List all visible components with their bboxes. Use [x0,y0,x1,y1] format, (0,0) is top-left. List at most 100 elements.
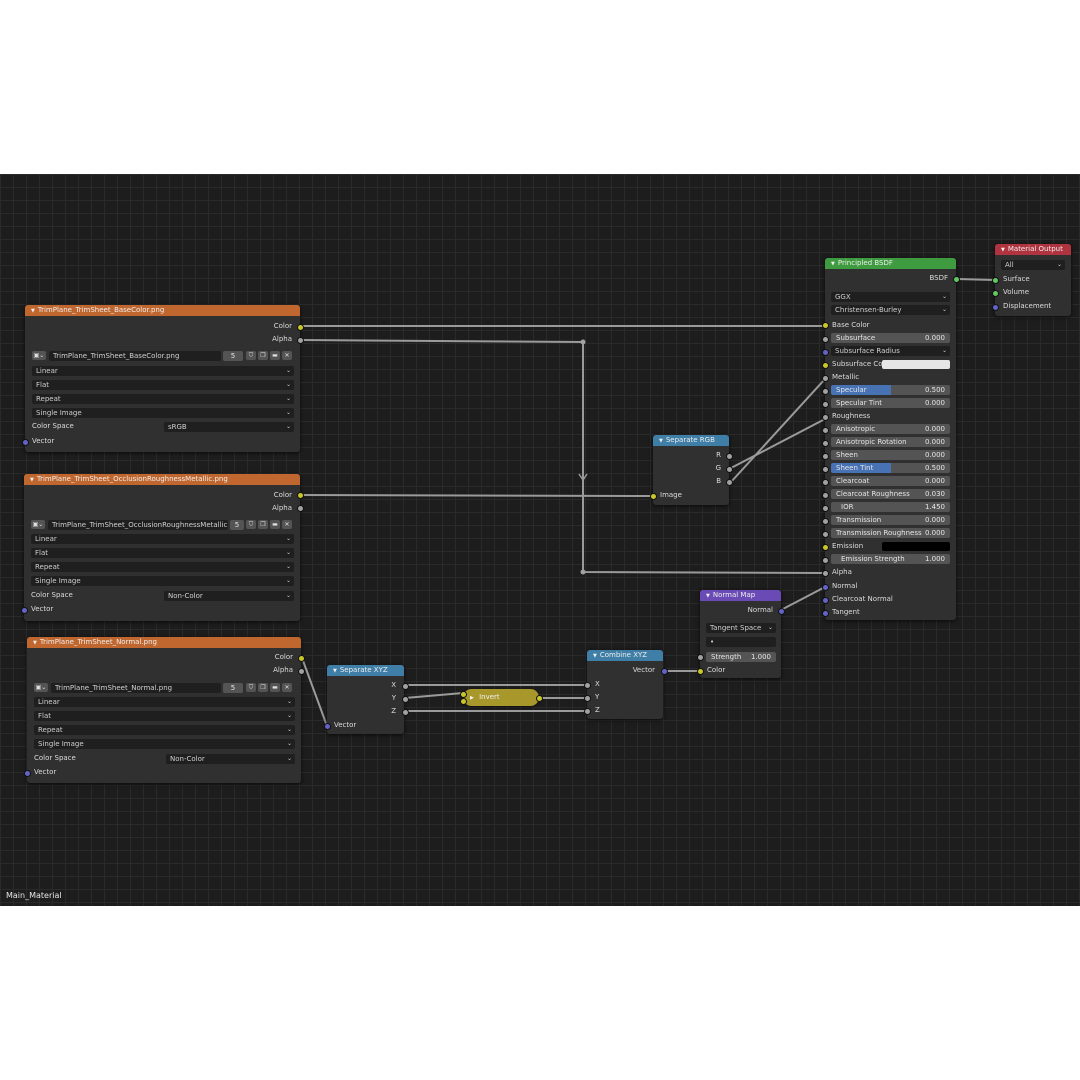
socket-subsurface-radius-in[interactable] [822,349,829,356]
socket-clearcoat-roughness-in[interactable] [822,492,829,499]
image-name-field[interactable]: TrimPlane_TrimSheet_OcclusionRoughnessMe… [48,520,228,530]
space-dropdown[interactable]: Tangent Space⌄ [706,623,776,633]
socket-color-out[interactable] [536,695,543,702]
socket-anisotropic-rotation-in[interactable] [822,440,829,447]
emission-color-swatch[interactable] [882,542,950,551]
socket-x-out[interactable] [402,683,409,690]
projection-dropdown[interactable]: Flat⌄ [32,380,294,390]
node-header[interactable]: ▼TrimPlane_TrimSheet_BaseColor.png [25,305,300,316]
shield-icon[interactable]: ⛉ [246,351,256,360]
socket-color-in[interactable] [697,668,704,675]
target-dropdown[interactable]: All⌄ [1001,260,1065,270]
socket-sheen-in[interactable] [822,453,829,460]
socket-tangent-in[interactable] [822,610,829,617]
duplicate-icon[interactable]: ❐ [258,351,268,360]
image-users-count[interactable]: 5 [230,520,244,530]
socket-color-out[interactable] [297,324,304,331]
socket-vector-in[interactable] [24,770,31,777]
node-header[interactable]: ▼Material Output [995,244,1071,255]
source-dropdown[interactable]: Single Image⌄ [32,408,294,418]
image-texture-node-basecolor[interactable]: ▼TrimPlane_TrimSheet_BaseColor.png Color… [22,305,304,452]
shield-icon[interactable]: ⛉ [246,683,256,692]
image-name-field[interactable]: TrimPlane_TrimSheet_Normal.png [51,683,221,693]
triangle-down-icon[interactable]: ▼ [31,308,35,314]
socket-bsdf-out[interactable] [953,276,960,283]
close-icon[interactable]: ✕ [282,520,292,529]
socket-subsurface-color-in[interactable] [822,362,829,369]
folder-icon[interactable]: ▬ [270,351,280,360]
separate-xyz-node[interactable]: ▼Separate XYZ X Y Z Vector [324,665,409,734]
socket-z-out[interactable] [402,709,409,716]
separate-rgb-node[interactable]: ▼Separate RGB R G B Image [650,435,733,505]
socket-base-color-in[interactable] [822,322,829,329]
socket-subsurface-in[interactable] [822,336,829,343]
socket-b-out[interactable] [726,479,733,486]
extension-dropdown[interactable]: Repeat⌄ [31,562,294,572]
subsurface-radius-field[interactable]: Subsurface Radius⌄ [831,346,950,356]
socket-alpha-out[interactable] [297,337,304,344]
socket-displacement-in[interactable] [992,304,999,311]
socket-r-out[interactable] [726,453,733,460]
image-icon[interactable]: ▣⌄ [31,520,45,529]
colorspace-dropdown[interactable]: Non-Color⌄ [164,591,294,601]
shield-icon[interactable]: ⛉ [246,520,256,529]
socket-g-out[interactable] [726,466,733,473]
image-users-count[interactable]: 5 [223,683,243,693]
socket-roughness-in[interactable] [822,414,829,421]
extension-dropdown[interactable]: Repeat⌄ [32,394,294,404]
invert-node[interactable]: ▶ Invert [460,689,543,706]
image-icon[interactable]: ▣⌄ [32,351,46,360]
node-editor-canvas[interactable]: ▼TrimPlane_TrimSheet_BaseColor.png Color… [0,174,1080,906]
socket-emission-strength-in[interactable] [822,557,829,564]
folder-icon[interactable]: ▬ [270,520,280,529]
combine-xyz-node[interactable]: ▼Combine XYZ Vector X Y Z [584,650,668,719]
interpolation-dropdown[interactable]: Linear⌄ [32,366,294,376]
triangle-down-icon[interactable]: ▼ [706,593,710,599]
socket-specular-tint-in[interactable] [822,401,829,408]
projection-dropdown[interactable]: Flat⌄ [34,711,295,721]
socket-y-out[interactable] [402,696,409,703]
socket-emission-in[interactable] [822,544,829,551]
socket-image-in[interactable] [650,493,657,500]
socket-clearcoat-in[interactable] [822,479,829,486]
socket-z-in[interactable] [584,708,591,715]
node-header[interactable]: ▼Separate XYZ [327,665,404,676]
node-header[interactable]: ▼TrimPlane_TrimSheet_Normal.png [27,637,301,648]
uv-map-field[interactable]: • [706,637,776,647]
source-dropdown[interactable]: Single Image⌄ [34,739,295,749]
material-output-node[interactable]: ▼Material Output All⌄ Surface Volume Dis… [992,244,1071,316]
interpolation-dropdown[interactable]: Linear⌄ [34,697,295,707]
strength-slider[interactable]: Strength 1.000 [706,652,776,662]
socket-color-out[interactable] [297,492,304,499]
distribution-dropdown[interactable]: GGX⌄ [831,292,950,302]
node-header[interactable]: ▼TrimPlane_TrimSheet_OcclusionRoughnessM… [24,474,300,485]
image-users-count[interactable]: 5 [223,351,243,361]
socket-color-in[interactable] [460,698,467,705]
image-texture-node-normal[interactable]: ▼TrimPlane_TrimSheet_Normal.png Color Al… [24,637,305,783]
source-dropdown[interactable]: Single Image⌄ [31,576,294,586]
socket-normal-out[interactable] [778,608,785,615]
socket-fac-in[interactable] [460,691,467,698]
folder-icon[interactable]: ▬ [270,683,280,692]
socket-y-in[interactable] [584,695,591,702]
socket-transmission-in[interactable] [822,518,829,525]
image-icon[interactable]: ▣⌄ [34,683,48,692]
socket-normal-in[interactable] [822,584,829,591]
duplicate-icon[interactable]: ❐ [258,683,268,692]
image-name-field[interactable]: TrimPlane_TrimSheet_BaseColor.png [49,351,221,361]
node-header[interactable]: ▼Principled BSDF [825,258,956,269]
close-icon[interactable]: ✕ [282,683,292,692]
socket-surface-in[interactable] [992,277,999,284]
extension-dropdown[interactable]: Repeat⌄ [34,725,295,735]
normal-map-node[interactable]: ▼Normal Map Normal Tangent Space⌄ • Stre… [697,590,785,678]
subsurface-method-dropdown[interactable]: Christensen-Burley⌄ [831,305,950,315]
image-texture-node-orm[interactable]: ▼TrimPlane_TrimSheet_OcclusionRoughnessM… [21,474,304,621]
